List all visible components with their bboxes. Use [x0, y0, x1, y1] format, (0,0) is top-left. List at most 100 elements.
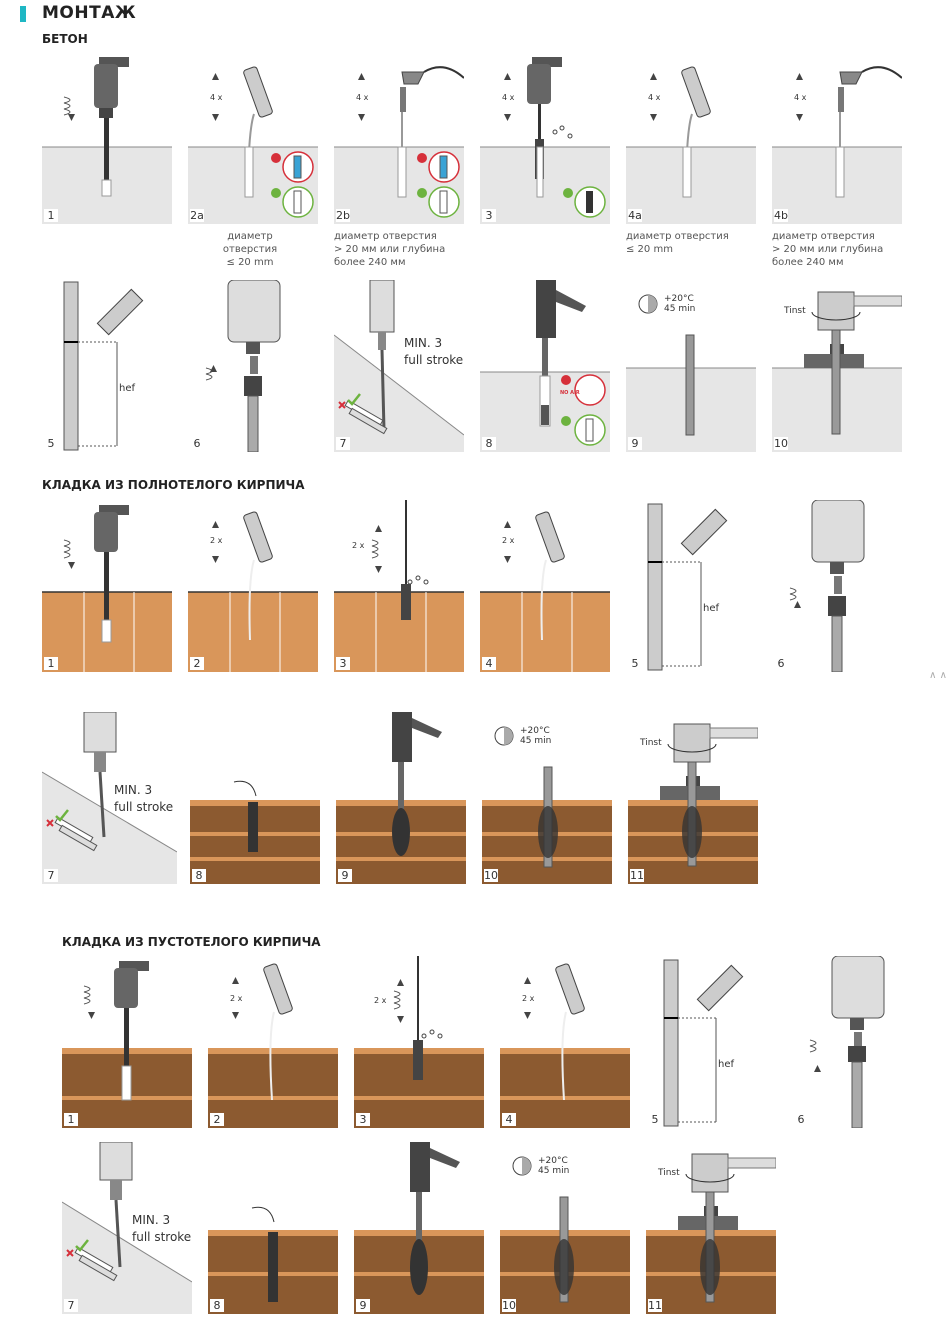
note-line: MIN. 3	[114, 783, 153, 797]
multiplier-label: 4 x	[210, 93, 223, 102]
torque-illustration	[646, 1153, 776, 1314]
hollow-step-11: Tinst 11	[646, 1142, 776, 1314]
blow-pump-illustration	[500, 963, 630, 1128]
step-number: 3	[336, 657, 350, 670]
section-title-solid-brick: КЛАДКА ИЗ ПОЛНОТЕЛОГО КИРПИЧА	[42, 478, 305, 492]
step-number: 4a	[628, 209, 642, 222]
multiplier-label: 2 x	[230, 994, 243, 1003]
min-stroke-note: MIN. 3 full stroke	[114, 782, 173, 816]
blow-pump-illustration	[626, 66, 756, 224]
step-number: 6	[774, 657, 788, 670]
caption-line: более 240 мм	[772, 257, 844, 268]
min-stroke-note: MIN. 3 full stroke	[132, 1212, 191, 1246]
solid-step-9: 9	[336, 712, 466, 884]
caption-line: диаметр отверстия	[334, 231, 437, 242]
step-number: 8	[192, 869, 206, 882]
drill-illustration	[42, 57, 172, 224]
solid-step-3: 2 x 3	[334, 500, 464, 672]
section-title-hollow-brick: КЛАДКА ИЗ ПУСТОТЕЛОГО КИРПИЧА	[62, 935, 321, 949]
concrete-step-10: Tinst 10	[772, 280, 902, 452]
concrete-step-5: hef 5	[42, 280, 172, 452]
multiplier-label: 2 x	[522, 994, 535, 1003]
multiplier-label: 4 x	[794, 93, 807, 102]
temperature-value: +20°C	[538, 1156, 568, 1166]
multiplier-label: 4 x	[502, 93, 515, 102]
caption-2a: диаметр отверстия ≤ 20 mm	[200, 230, 300, 269]
hollow-step-6: 6	[792, 956, 922, 1128]
note-line: full stroke	[132, 1230, 192, 1244]
cartridge-mixer-illustration	[809, 956, 885, 1128]
torque-illustration	[772, 291, 902, 452]
step-number: 9	[338, 869, 352, 882]
solid-step-10: +20°C 45 min 10	[482, 712, 612, 884]
curing-illustration	[500, 1156, 630, 1314]
blow-pump-illustration	[188, 511, 318, 672]
solid-step-4: 2 x 4	[480, 500, 610, 672]
marking-rod-illustration	[663, 959, 744, 1127]
waste-adhesive-illustration	[334, 280, 464, 452]
step-number: 10	[484, 869, 498, 882]
temperature-value: +20°C	[520, 726, 550, 736]
solid-step-8: 8	[190, 712, 320, 884]
cure-time-label: +20°C 45 min	[538, 1156, 569, 1176]
solid-step-5: hef 5	[626, 500, 756, 672]
caption-line: > 20 мм или глубина	[772, 244, 884, 255]
step-number: 6	[190, 437, 204, 450]
cartridge-mixer-illustration	[789, 500, 865, 672]
compressed-air-illustration	[334, 66, 464, 224]
hollow-step-3: 2 x 3	[354, 956, 484, 1128]
step-number: 2	[190, 657, 204, 670]
note-line: full stroke	[114, 800, 174, 814]
no-air-label: NO AIR	[560, 390, 580, 396]
brush-cleaning-illustration	[480, 57, 610, 224]
concrete-step-9: +20°C 45 min 9	[626, 280, 756, 452]
injection-gun-illustration	[336, 712, 466, 884]
hef-label: hef	[119, 383, 136, 394]
step-number: 10	[502, 1299, 516, 1312]
caption-line: диаметр отверстия	[626, 231, 729, 242]
solid-step-2: 2 x 2	[188, 500, 318, 672]
scroll-hint: ∧ ∧	[929, 670, 947, 681]
section-title-concrete: БЕТОН	[42, 32, 88, 46]
note-line: MIN. 3	[132, 1213, 171, 1227]
time-value: 45 min	[520, 736, 552, 746]
hollow-step-1: 1	[62, 956, 192, 1128]
step-number: 1	[44, 209, 58, 222]
time-value: 45 min	[664, 304, 696, 314]
concrete-step-4b: 4 x 4b	[772, 52, 902, 224]
torque-illustration	[628, 723, 758, 884]
note-line: MIN. 3	[404, 336, 443, 350]
step-number: 3	[482, 209, 496, 222]
hef-label: hef	[718, 1059, 735, 1070]
hollow-step-2: 2 x 2	[208, 956, 338, 1128]
solid-step-7: MIN. 3 full stroke 7	[42, 712, 177, 884]
step-number: 1	[64, 1113, 78, 1126]
step-number: 1	[44, 657, 58, 670]
solid-step-1: 1	[42, 500, 172, 672]
multiplier-label: 2 x	[374, 996, 387, 1005]
step-number: 9	[628, 437, 642, 450]
step-number: 10	[774, 437, 788, 450]
page-title: МОНТАЖ	[42, 3, 137, 23]
step-number: 11	[648, 1299, 662, 1312]
step-number: 5	[44, 437, 58, 450]
step-number: 4	[502, 1113, 516, 1126]
blow-pump-illustration	[480, 511, 610, 672]
hollow-step-5: hef 5	[646, 956, 776, 1128]
caption-line: диаметр отверстия	[772, 231, 875, 242]
curing-illustration	[482, 726, 612, 884]
cure-time-label: +20°C 45 min	[664, 294, 695, 314]
caption-line: более 240 мм	[334, 257, 406, 268]
concrete-step-7: MIN. 3 full stroke 7	[334, 280, 464, 452]
multiplier-label: 2 x	[502, 536, 515, 545]
hollow-step-4: 2 x 4	[500, 956, 630, 1128]
blow-pump-illustration	[188, 66, 318, 224]
hollow-step-9: 9	[354, 1142, 484, 1314]
step-number: 11	[630, 869, 644, 882]
step-number: 8	[210, 1299, 224, 1312]
concrete-step-4a: 4 x 4a	[626, 52, 756, 224]
concrete-step-2a: 4 x 2a	[188, 52, 318, 224]
concrete-step-6: 6	[188, 280, 318, 452]
step-number: 8	[482, 437, 496, 450]
step-number: 9	[356, 1299, 370, 1312]
